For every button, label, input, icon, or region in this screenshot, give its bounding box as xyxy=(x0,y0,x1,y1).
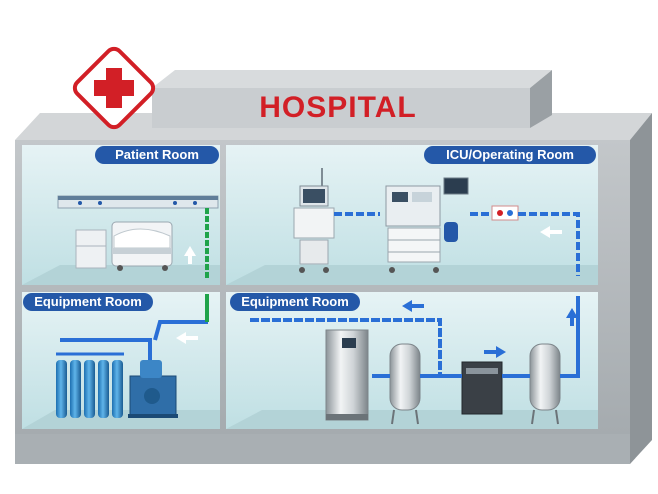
icu-room-label: ICU/Operating Room xyxy=(424,146,596,164)
dryer-unit xyxy=(461,361,503,415)
gas-cylinder-bank xyxy=(56,352,124,418)
equipment-right-floor xyxy=(226,410,598,429)
patient-room-floor xyxy=(22,265,220,285)
ventilator xyxy=(293,168,335,273)
equipment-right-arrow-right-icon xyxy=(484,346,506,358)
equipment-room-right-label-text: Equipment Room xyxy=(241,294,349,309)
red-cross-icon xyxy=(72,46,156,130)
equipment-right-pipes xyxy=(250,296,580,378)
equipment-room-left-label-text: Equipment Room xyxy=(34,294,142,309)
patient-room-label-text: Patient Room xyxy=(115,147,199,162)
hospital-bed xyxy=(111,221,173,271)
equipment-right-arrow-left-icon xyxy=(402,300,424,312)
hospital-title: HOSPITAL xyxy=(259,91,416,124)
bedside-cabinet xyxy=(75,229,107,269)
oxygen-generator xyxy=(325,329,369,421)
icu-room-label-text: ICU/Operating Room xyxy=(446,147,574,162)
equipment-room-right-label: Equipment Room xyxy=(230,293,360,311)
equipment-room-left-label: Equipment Room xyxy=(23,293,153,311)
icu-room-floor xyxy=(226,265,598,285)
equipment-left-pipes xyxy=(60,294,209,360)
sign-board xyxy=(152,88,530,128)
sign-side xyxy=(530,70,552,128)
sign-top xyxy=(152,70,552,88)
gas-outlet-panel xyxy=(491,205,519,221)
patient-room-label: Patient Room xyxy=(95,146,219,164)
bed-head-unit xyxy=(57,195,219,209)
left-arrow-icon xyxy=(540,226,562,238)
equipment-right-arrow-up-icon xyxy=(566,308,578,326)
icu-pipe-blue xyxy=(334,212,580,276)
compressor-unit xyxy=(128,360,178,418)
anesthesia-machine xyxy=(385,177,469,273)
up-arrow-icon xyxy=(184,246,196,264)
equipment-left-arrow-icon xyxy=(176,332,198,344)
building-floor-slab xyxy=(15,434,630,464)
building-side xyxy=(630,113,652,464)
